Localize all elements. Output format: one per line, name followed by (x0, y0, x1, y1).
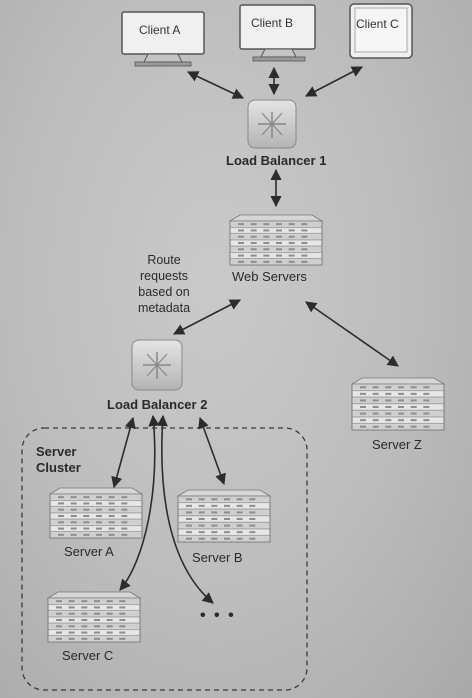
arrow-client-c-lb1 (305, 66, 363, 97)
server-b-label: Server B (192, 550, 243, 565)
web-servers-label: Web Servers (232, 269, 307, 284)
client-b-label: Client B (251, 16, 294, 30)
route-note-line-2: requests (140, 269, 188, 283)
arrow-web-servers-server-z (305, 301, 399, 367)
server-z-label: Server Z (372, 437, 422, 452)
server-a-stack-icon (48, 487, 144, 539)
route-note-line-4: metadata (137, 301, 191, 315)
arrow-web-servers-lb2 (173, 299, 241, 335)
route-note-line-1: Route (147, 253, 181, 267)
server-cluster-line-1: Server (36, 444, 77, 459)
client-a-monitor-icon (121, 11, 205, 67)
arrow-lb2-more-servers (156, 414, 214, 604)
client-c-label: Client C (356, 17, 399, 31)
connectors (111, 66, 399, 604)
arrow-lb2-server-b (198, 416, 226, 486)
load-balancer-1-icon (247, 99, 297, 149)
server-b-stack-icon (176, 489, 272, 543)
server-cluster-label: Server Cluster (36, 444, 81, 476)
route-note-line-3: based on (138, 285, 190, 299)
server-z-stack-icon (350, 377, 446, 431)
load-balancer-1-label: Load Balancer 1 (226, 153, 327, 168)
load-balancer-2-icon (131, 339, 183, 391)
load-balancer-2-label: Load Balancer 2 (107, 397, 208, 412)
arrow-client-a-lb1 (186, 71, 245, 99)
arrow-lb2-server-c (119, 414, 160, 591)
server-a-label: Server A (64, 544, 114, 559)
server-c-stack-icon (46, 591, 142, 643)
server-cluster-line-2: Cluster (36, 460, 81, 475)
web-servers-stack-icon (228, 214, 324, 266)
client-a-label: Client A (139, 23, 181, 37)
route-note: Route requests based on metadata (126, 252, 202, 316)
more-servers-ellipsis: • • • (200, 607, 236, 624)
client-c-tablet-icon (349, 3, 413, 59)
client-b-monitor-icon (239, 4, 316, 62)
server-c-label: Server C (62, 648, 114, 663)
